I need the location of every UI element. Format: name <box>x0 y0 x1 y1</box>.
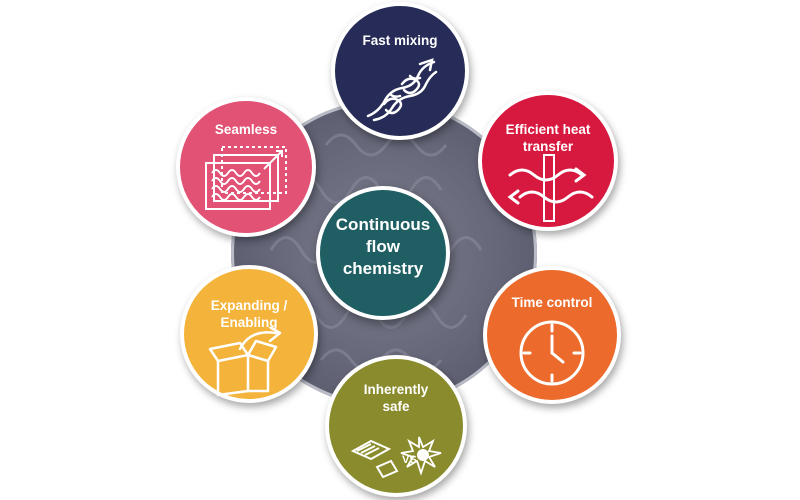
mixing-swirl-icon <box>366 58 438 122</box>
node-label: Efficient heat transfer <box>505 122 591 154</box>
node-expanding-enabling: Expanding / Enabling <box>180 265 318 403</box>
chip-vs-explosion-icon: VS <box>350 436 442 479</box>
node-seamless: Seamless <box>176 97 316 237</box>
vs-text: VS <box>402 454 417 466</box>
node-label: Inherently safe <box>363 382 429 414</box>
node-label: Fast mixing <box>362 33 438 48</box>
node-label: Expanding / Enabling <box>210 298 288 330</box>
node-time-control: Time control <box>483 266 621 404</box>
center-label: Continuous flow chemistry <box>335 215 431 278</box>
node-inherently-safe: Inherently safe VS <box>325 355 467 497</box>
node-label: Time control <box>511 295 593 310</box>
stacked-chips-icon <box>205 146 287 210</box>
node-efficient-heat-transfer: Efficient heat transfer <box>478 91 618 231</box>
heat-exchange-icon <box>507 154 594 222</box>
center-node: Continuous flow chemistry <box>316 186 450 320</box>
clock-icon <box>519 320 585 386</box>
node-fast-mixing: Fast mixing <box>331 2 469 140</box>
node-label: Seamless <box>214 122 278 137</box>
open-box-arrow-icon <box>208 327 282 397</box>
